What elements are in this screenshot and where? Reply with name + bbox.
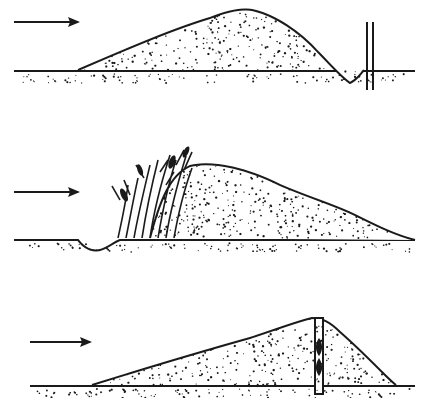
- panel-bottom: [30, 317, 415, 398]
- fence-post: [315, 318, 323, 394]
- ground-stipple: [37, 388, 411, 398]
- right-arrow-icon: [30, 337, 92, 347]
- right-arrow-icon: [14, 17, 80, 27]
- panel-middle: [14, 146, 415, 253]
- right-arrow-icon: [14, 187, 80, 197]
- dune-over-post: [92, 318, 396, 385]
- panel-top: [14, 9, 415, 90]
- ground-line: [14, 240, 415, 251]
